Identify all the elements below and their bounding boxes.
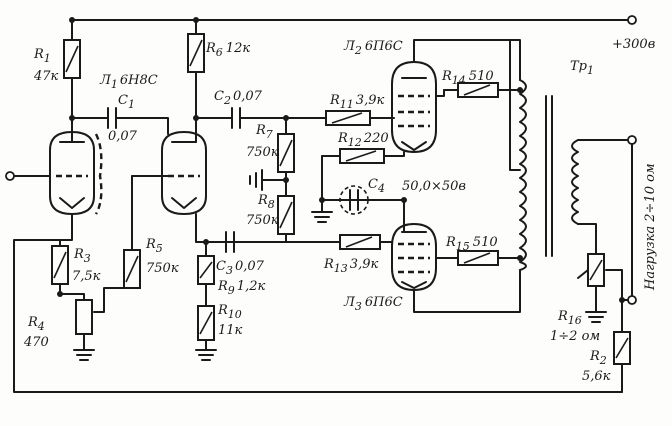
r12-wire — [321, 151, 405, 157]
r8-value: 750к — [246, 213, 279, 228]
input-terminal[interactable] — [5, 171, 15, 181]
ground-icon — [249, 169, 263, 191]
r3-name: R3 — [73, 247, 91, 265]
c4-value: 50,0×50в — [402, 179, 466, 194]
r4-name: R4 — [27, 315, 45, 333]
r1-name: R1 — [33, 47, 51, 65]
c4-capacitor — [349, 189, 359, 211]
ground-icon-r10 — [195, 349, 217, 361]
r4-tap — [93, 287, 113, 313]
l1-right-cathode — [195, 213, 211, 243]
r4-resistor — [75, 299, 93, 335]
r16-name: R16 — [557, 309, 582, 327]
c2-capacitor — [231, 107, 241, 129]
r10-value: 11к — [218, 323, 243, 338]
l2-pentode — [391, 61, 437, 153]
r16-value: 1÷2 ом — [550, 329, 600, 344]
c1-wire — [71, 117, 169, 135]
supply-label: +300в — [612, 37, 655, 52]
r7-value: 750к — [246, 145, 279, 160]
load-terminal-top[interactable] — [627, 135, 637, 145]
l1-right-triode — [161, 131, 207, 215]
ground-icon-r4 — [73, 349, 95, 361]
r3-value: 7,5к — [72, 269, 101, 284]
c1-capacitor — [107, 107, 117, 129]
load-terminal-bottom[interactable] — [627, 295, 637, 305]
load-label: Нагрузка 2÷10 ом — [643, 163, 658, 291]
feedback-loop — [13, 239, 623, 393]
l2-screen-wire — [435, 89, 445, 97]
transformer-tr1 — [519, 79, 579, 271]
l3-anode-wire — [413, 269, 521, 313]
c4-outline — [339, 185, 369, 215]
c4-name: С4 — [368, 177, 385, 195]
ground-icon-r12 — [311, 199, 333, 223]
r4-value: 470 — [23, 335, 49, 350]
l1-left-triode — [49, 117, 95, 215]
c1-name: С1 — [118, 93, 135, 111]
c1-value: 0,07 — [108, 129, 138, 144]
r7-name: R7 — [255, 123, 273, 141]
tr1-secondary-bottom — [577, 223, 597, 255]
l2-anode-wire — [413, 39, 521, 81]
l1-shield — [94, 133, 103, 215]
r1-value: 47к — [33, 69, 59, 84]
supply-terminal[interactable] — [627, 15, 637, 25]
r5-value: 750к — [146, 261, 179, 276]
r8-name: R8 — [257, 193, 275, 211]
ground-icon-r16 — [585, 311, 607, 323]
r4-wire — [59, 293, 85, 351]
tr1-label: Тр1 — [570, 59, 594, 77]
r2-value: 5,6к — [582, 369, 611, 384]
r5-label: R5 — [145, 237, 163, 255]
center-tap — [509, 39, 521, 171]
junction-dots — [57, 17, 625, 303]
l3-pentode — [391, 223, 437, 291]
r10-name: R10 — [217, 303, 242, 321]
r2-name: R2 — [589, 349, 607, 367]
